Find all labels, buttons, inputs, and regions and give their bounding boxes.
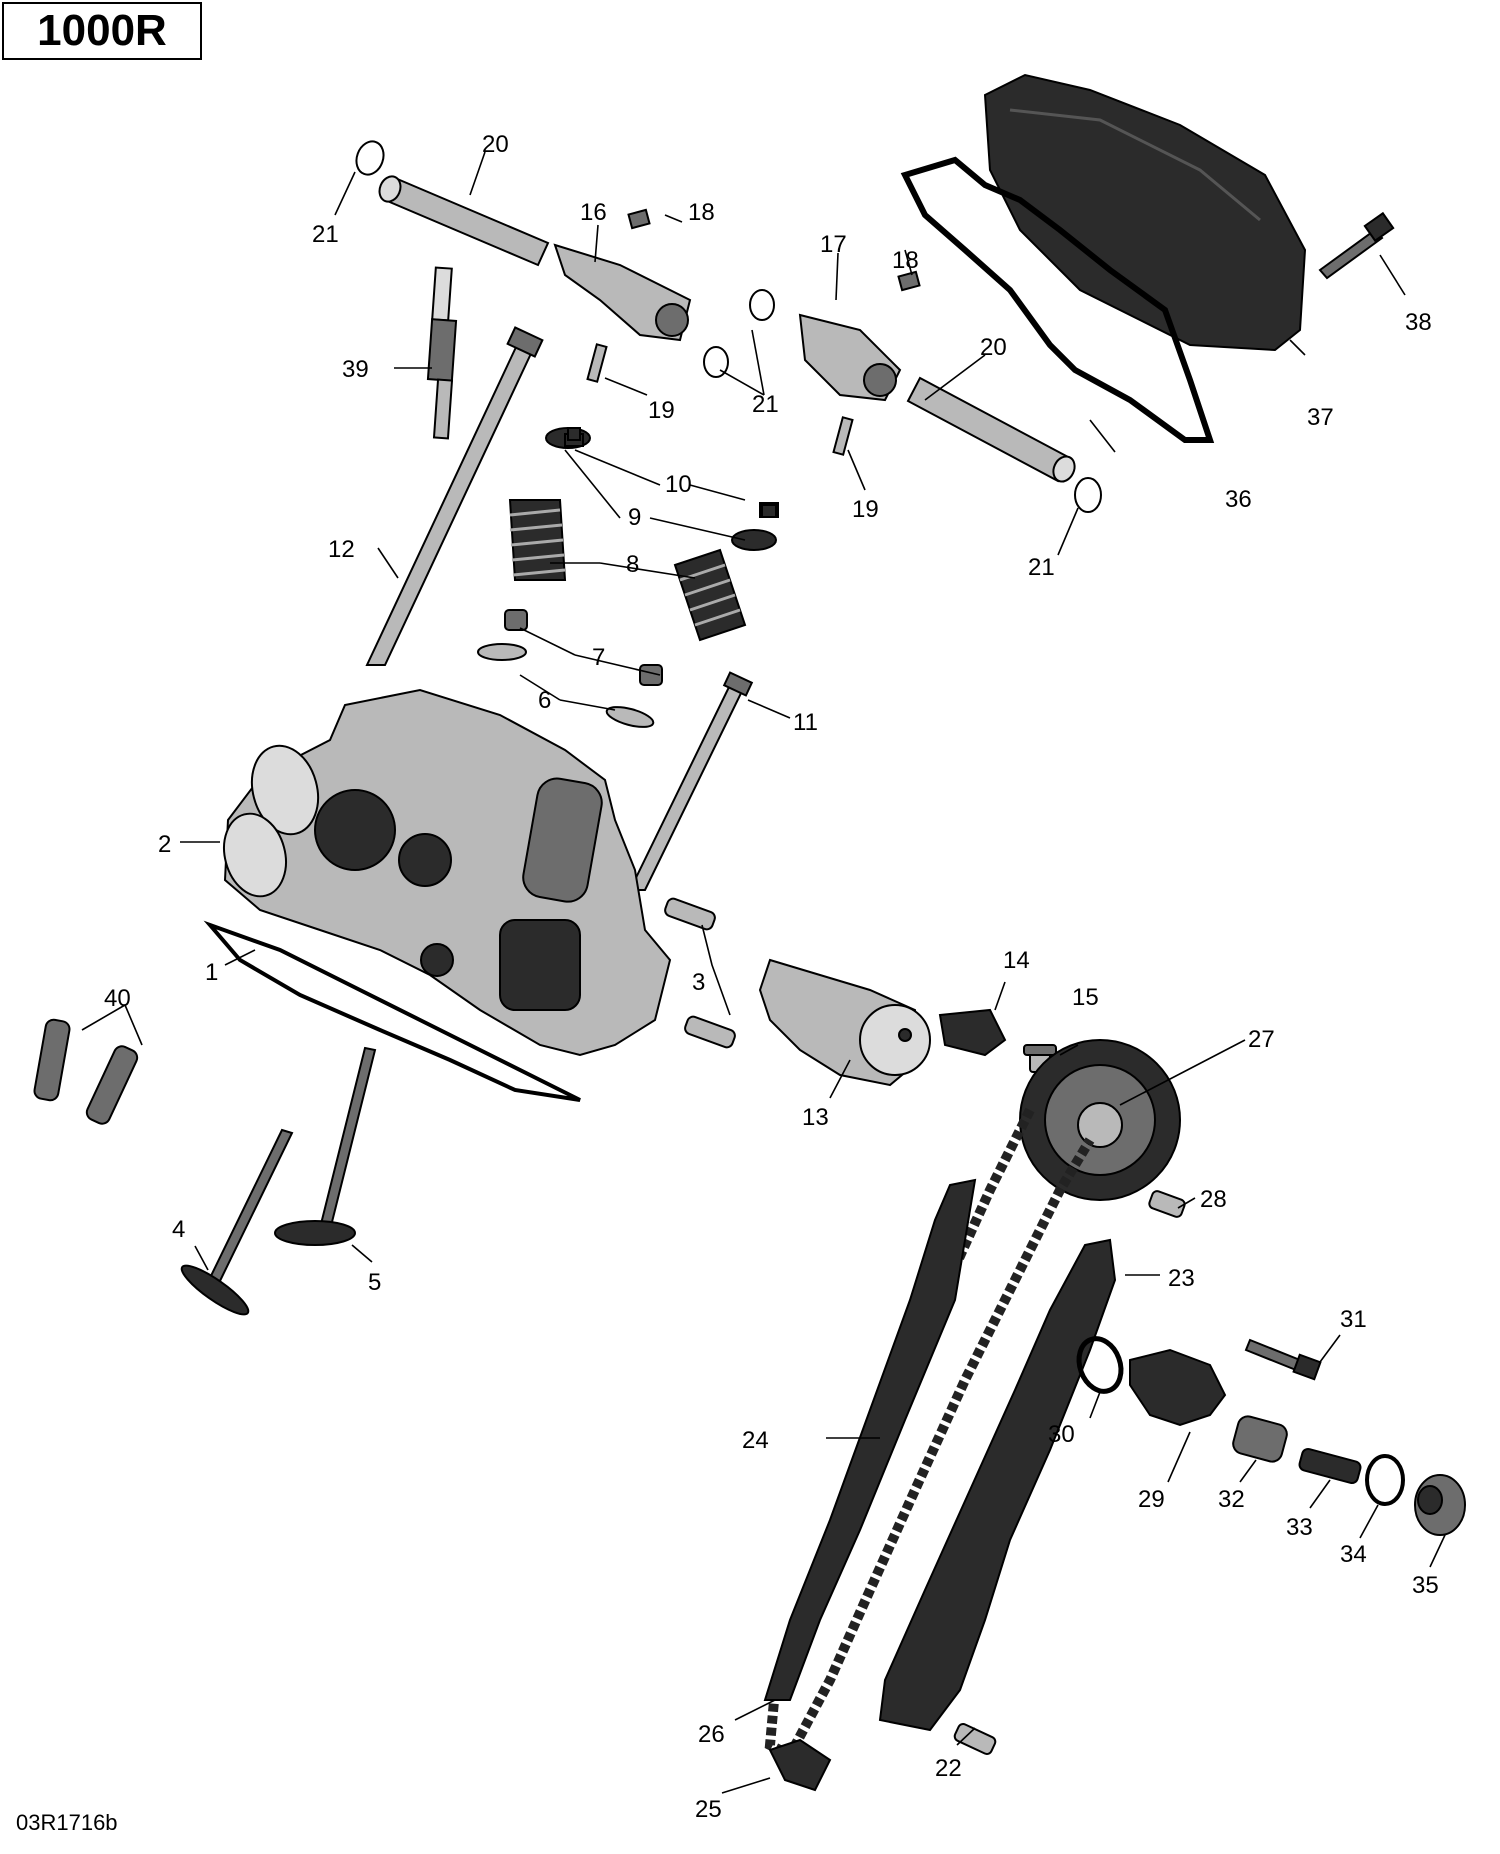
chain-tensioner-guide <box>878 1238 1117 1732</box>
callout-27: 27 <box>1248 1026 1275 1053</box>
callout-12: 12 <box>328 536 355 563</box>
model-label: 1000R <box>2 2 202 60</box>
callout-8: 8 <box>626 551 639 578</box>
tensioner-plug <box>1414 1474 1466 1536</box>
callout-39: 39 <box>342 356 369 383</box>
tensioner-spring <box>1298 1447 1362 1485</box>
valve-cover <box>983 73 1307 352</box>
callout-18a: 18 <box>688 199 715 226</box>
rocker-arm-right <box>798 313 902 402</box>
callout-3: 3 <box>692 969 705 996</box>
dowel-pins <box>664 897 736 1049</box>
guide-bolt <box>953 1723 997 1755</box>
rocker-arm-left <box>553 243 692 342</box>
callout-16: 16 <box>580 199 607 226</box>
leader-lines <box>81 151 1446 1794</box>
valve-cover-gasket <box>900 156 1215 443</box>
retainer-plate <box>938 1008 1007 1057</box>
callout-32: 32 <box>1218 1486 1245 1513</box>
valve-springs <box>508 499 747 642</box>
small-nuts <box>627 208 921 292</box>
callout-1: 1 <box>205 959 218 986</box>
callout-23: 23 <box>1168 1265 1195 1292</box>
cover-bolt <box>1318 211 1395 280</box>
intake-valve <box>180 1128 294 1316</box>
callout-5: 5 <box>368 1269 381 1296</box>
callout-36: 36 <box>1225 486 1252 513</box>
callout-20b: 20 <box>980 334 1007 361</box>
callout-34: 34 <box>1340 1541 1367 1568</box>
chain-guide-fixed <box>763 1178 977 1701</box>
callout-25: 25 <box>695 1796 722 1823</box>
callout-6: 6 <box>538 687 551 714</box>
valve-guides <box>33 1018 139 1125</box>
callout-19b: 19 <box>852 496 879 523</box>
callout-26: 26 <box>698 1721 725 1748</box>
camshaft-sprocket <box>1019 1039 1181 1201</box>
callout-17: 17 <box>820 231 847 258</box>
valve-seals-and-washers <box>477 609 663 728</box>
valve-retainers <box>545 427 779 551</box>
callout-29: 29 <box>1138 1486 1165 1513</box>
callout-10: 10 <box>665 471 692 498</box>
cylinder-head <box>223 688 672 1057</box>
callout-28: 28 <box>1200 1186 1227 1213</box>
callout-18b: 18 <box>892 247 919 274</box>
spark-plug <box>426 266 458 440</box>
callout-20a: 20 <box>482 131 509 158</box>
callout-2: 2 <box>158 831 171 858</box>
callout-21b: 21 <box>752 391 779 418</box>
callout-7: 7 <box>592 644 605 671</box>
callout-31: 31 <box>1340 1306 1367 1333</box>
callout-38: 38 <box>1405 309 1432 336</box>
callout-4: 4 <box>172 1216 185 1243</box>
guide-clip <box>768 1738 832 1792</box>
callout-37: 37 <box>1307 404 1334 431</box>
tensioner-bolt <box>1244 1338 1322 1381</box>
callout-22: 22 <box>935 1755 962 1782</box>
rocker-shaft-right <box>906 376 1076 483</box>
plate-screw <box>1023 1044 1057 1073</box>
callout-13: 13 <box>802 1104 829 1131</box>
callout-15: 15 <box>1072 984 1099 1011</box>
rocker-shaft-left <box>378 175 550 267</box>
callout-24: 24 <box>742 1427 769 1454</box>
callout-35: 35 <box>1412 1572 1439 1599</box>
small-screws <box>586 343 854 456</box>
callout-40: 40 <box>104 985 131 1012</box>
callout-30: 30 <box>1048 1421 1075 1448</box>
sprocket-screw <box>1148 1190 1186 1218</box>
callout-labels: 1 2 3 4 5 6 7 8 9 10 11 12 13 14 15 16 1… <box>104 131 1439 1823</box>
callout-14: 14 <box>1003 947 1030 974</box>
tensioner-housing <box>1129 1348 1227 1427</box>
o-rings <box>355 140 1102 513</box>
callout-33: 33 <box>1286 1514 1313 1541</box>
callout-21c: 21 <box>1028 554 1055 581</box>
stud-long-right <box>628 671 754 891</box>
callout-11: 11 <box>793 709 818 736</box>
stud-long-left <box>365 326 544 666</box>
callout-21a: 21 <box>312 221 339 248</box>
tensioner-seal <box>1365 1454 1405 1506</box>
tensioner-o-ring <box>1076 1336 1124 1394</box>
camshaft <box>758 958 931 1087</box>
tensioner-piston <box>1232 1415 1288 1463</box>
callout-19a: 19 <box>648 397 675 424</box>
figure-code: 03R1716b <box>16 1810 118 1835</box>
callout-9: 9 <box>628 504 641 531</box>
exhaust-valve <box>274 1046 377 1246</box>
head-gasket <box>203 920 581 1102</box>
